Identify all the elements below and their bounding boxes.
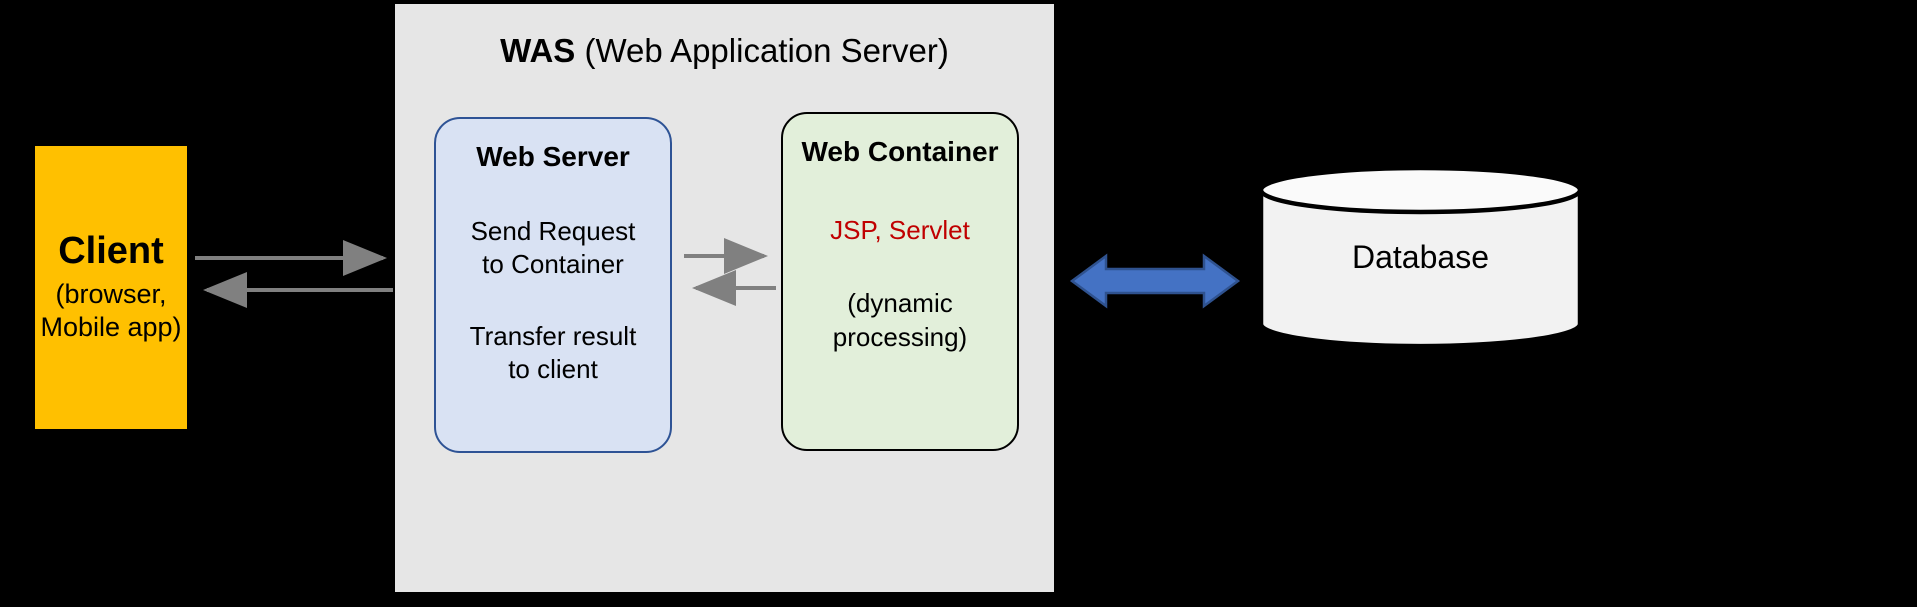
web-container-line1: JSP, Servlet xyxy=(830,215,970,245)
client-title: Client xyxy=(58,229,164,272)
client-node[interactable]: Client (browser, Mobile app) xyxy=(35,146,187,429)
client-subtitle-line1: (browser, xyxy=(55,278,167,309)
database-label: Database xyxy=(1352,238,1489,275)
database-cylinder-icon xyxy=(1258,168,1583,346)
client-was-connector-group xyxy=(195,240,393,308)
client-subtitle-line2: Mobile app) xyxy=(40,312,182,343)
web-container-line2b: processing) xyxy=(832,321,968,352)
web-server-line2b: to client xyxy=(508,353,598,384)
was-title-rest: (Web Application Server) xyxy=(584,32,949,69)
web-server-node[interactable]: Web Server Send Request to Container Tra… xyxy=(434,117,672,453)
web-server-line1b: to Container xyxy=(482,249,624,280)
database-node[interactable]: Database xyxy=(1258,168,1583,346)
web-container-title: Web Container xyxy=(801,136,999,167)
was-database-connector xyxy=(1069,253,1241,309)
web-container-line2a: (dynamic xyxy=(847,288,953,319)
web-server-line2a: Transfer result xyxy=(469,320,637,351)
web-server-title: Web Server xyxy=(476,141,630,172)
web-server-line1a: Send Request xyxy=(470,216,636,246)
web-container-node[interactable]: Web Container JSP, Servlet (dynamic proc… xyxy=(781,112,1019,451)
double-headed-arrow-icon xyxy=(1069,253,1241,309)
was-title-bold: WAS xyxy=(500,32,576,69)
was-title: WAS (Web Application Server) xyxy=(395,32,1054,70)
webserver-container-connector-group xyxy=(684,238,776,306)
